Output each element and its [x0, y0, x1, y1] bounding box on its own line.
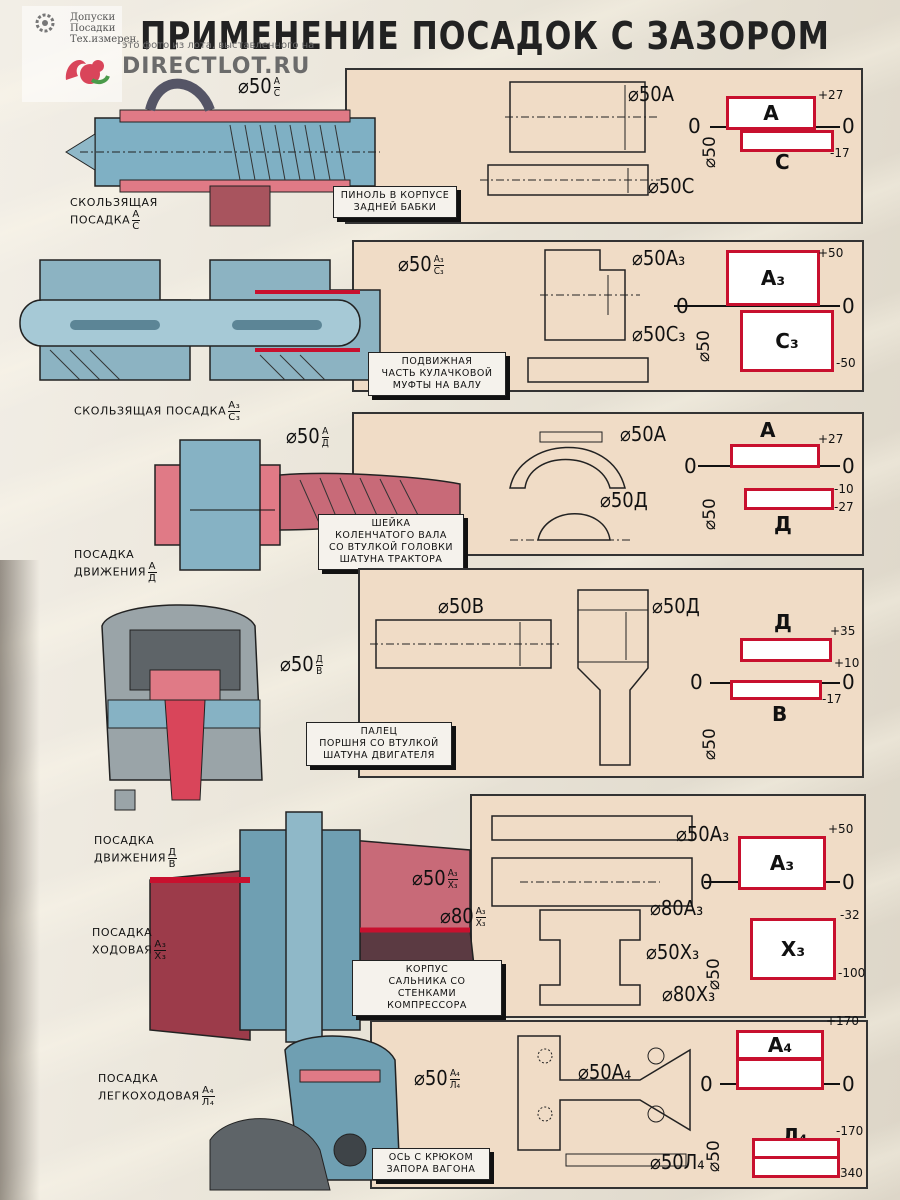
section-3-upper-zone — [730, 444, 820, 468]
section-1-upper-value: +27 — [818, 88, 844, 102]
section-1-hole-dim: ⌀50А — [628, 82, 675, 106]
section-5-zero-right: 0 — [842, 870, 855, 894]
section-5-hole-dim: ⌀50А₃ — [676, 822, 730, 846]
section-2-lower-zone: С₃ — [740, 310, 834, 372]
section-2-upper-zone: А₃ — [726, 250, 820, 306]
section-2-zero-left: 0 — [676, 294, 689, 318]
section-4-upper-value-bottom: +10 — [834, 656, 860, 670]
section-3-shaft-dim: ⌀50Д — [600, 488, 648, 512]
section-1-zero-right: 0 — [842, 114, 855, 138]
section-4-upper-zone — [740, 638, 832, 662]
section-5-shaft-dim: ⌀50Х₃ — [646, 940, 700, 964]
logo-text-line: Допуски — [70, 12, 116, 23]
section-3-lower-value-top: -10 — [834, 482, 854, 496]
section-4-hole-dim: ⌀50В — [438, 594, 485, 618]
section-3-zero-left: 0 — [684, 454, 697, 478]
section-5-lower-zone: Х₃ — [750, 918, 836, 980]
section-6-lower-value-top: -170 — [836, 1124, 864, 1138]
section-3-lower-label: Д — [774, 512, 792, 536]
section-2-zero-right: 0 — [842, 294, 855, 318]
section-4-lower-zone — [730, 680, 822, 700]
section-3-upper-value: +27 — [818, 432, 844, 446]
watermark-line: это фото из лота, выставленного на — [122, 40, 315, 51]
squirrel-logo-icon — [65, 59, 110, 85]
section-1-shaft-dim: ⌀50С — [648, 174, 695, 198]
section-3-hole-dim: ⌀50А — [620, 422, 667, 446]
section-6-upper-value: +170 — [826, 1014, 859, 1028]
gear-logo-icon — [35, 13, 55, 33]
section-6-vertical-dim: ⌀50 — [704, 1140, 724, 1172]
section-1-lower-label: С — [775, 150, 790, 174]
poster-title: ПРИМЕНЕНИЕ ПОСАДОК С ЗАЗОРОМ — [140, 14, 830, 58]
section-1-lower-value: -17 — [830, 146, 850, 160]
section-4-zero-right: 0 — [842, 670, 855, 694]
section-4-upper-label: Д — [774, 610, 792, 634]
section-4-lower-label: В — [772, 702, 788, 726]
section-4-shaft-dim: ⌀50Д — [652, 594, 700, 618]
logo-text: Допуски Посадки Тех.измерен. — [70, 12, 139, 45]
section-6-shaft-dim: ⌀50Л₄ — [650, 1150, 705, 1174]
section-2-lower-value: -50 — [836, 356, 856, 370]
section-6-zero-right: 0 — [842, 1072, 855, 1096]
section-1-lower-zone — [740, 130, 834, 152]
section-2-upper-value: +50 — [818, 246, 844, 260]
section-2-hole-dim: ⌀50А₃ — [632, 246, 686, 270]
section-6-upper-zone: А₄ — [736, 1030, 824, 1060]
section-2-shaft-dim: ⌀50С₃ — [632, 322, 686, 346]
section-6-upper-zone-2 — [736, 1058, 824, 1090]
logo-text-line: Тех.измерен. — [70, 34, 140, 45]
section-5-zero-left: 0 — [700, 870, 713, 894]
section-1-upper-zone: А — [726, 96, 816, 130]
logo-text-line: Посадки — [70, 23, 116, 34]
section-3-lower-value: -27 — [834, 500, 854, 514]
section-4-lower-value: -17 — [822, 692, 842, 706]
section-6-lower-value: 340 — [840, 1166, 863, 1180]
section-6-lower-zone-2 — [752, 1156, 840, 1178]
section-5-hole-dim-2: ⌀80А₃ — [650, 896, 704, 920]
watermark-site: DIRECTLOT.RU — [122, 54, 311, 79]
section-4-zero-left: 0 — [690, 670, 703, 694]
section-5-upper-value: +50 — [828, 822, 854, 836]
section-6-zero-left: 0 — [700, 1072, 713, 1096]
section-5-upper-zone: А₃ — [738, 836, 826, 890]
section-6-hole-dim: ⌀50А₄ — [578, 1060, 632, 1084]
section-1-zero-left: 0 — [688, 114, 701, 138]
section-3-upper-label: А — [760, 418, 776, 442]
section-5-lower-value: -100 — [838, 966, 866, 980]
section-5-shaft-dim-2: ⌀80Х₃ — [662, 982, 716, 1006]
section-5-lower-value-top: -32 — [840, 908, 860, 922]
section-3-lower-zone — [744, 488, 834, 510]
watermark-logo: Допуски Посадки Тех.измерен. — [22, 6, 139, 102]
section-3-zero-right: 0 — [842, 454, 855, 478]
section-4-upper-value: +35 — [830, 624, 856, 638]
